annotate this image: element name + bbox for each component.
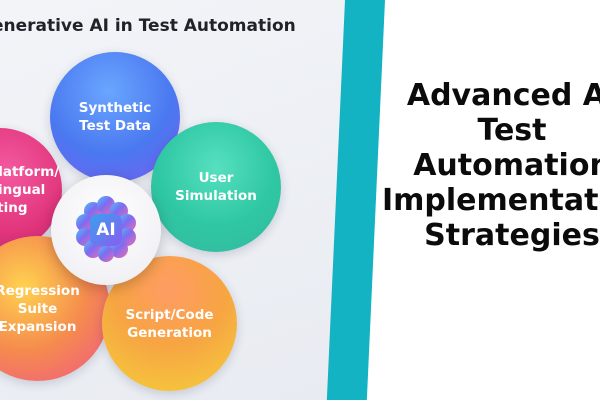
headline-line-1: Advanced AI bbox=[406, 78, 600, 113]
headline-line-5: Strategies bbox=[424, 218, 600, 253]
ai-center-label: AI bbox=[96, 220, 116, 240]
petal-label-user-simulation: User Simulation bbox=[175, 170, 257, 204]
headline-line-2: Test bbox=[477, 113, 547, 148]
diagram-panel: Generative AI in Test Automation Cross-P… bbox=[0, 0, 362, 400]
petal-label-synthetic-test-data: Synthetic Test Data bbox=[78, 100, 152, 134]
ai-brain-icon-graphic bbox=[76, 196, 136, 262]
petal-user-simulation: User Simulation bbox=[151, 122, 281, 252]
ai-brain-icon: AI bbox=[71, 195, 141, 265]
diagram-title: Generative AI in Test Automation bbox=[0, 16, 296, 36]
petal-label-cross-platform: Cross-Platform/ Multilingual Testing bbox=[0, 164, 60, 216]
petal-label-script-code-generation: Script/Code Generation bbox=[125, 306, 214, 341]
petal-label-regression-suite: Regression Suite Expansion bbox=[0, 282, 80, 335]
headline: Advanced AI Test Automation Implementati… bbox=[382, 78, 600, 253]
ai-center-disc: AI bbox=[51, 175, 161, 285]
headline-line-4: Implementation bbox=[382, 183, 600, 218]
headline-line-3: Automation bbox=[413, 148, 600, 183]
